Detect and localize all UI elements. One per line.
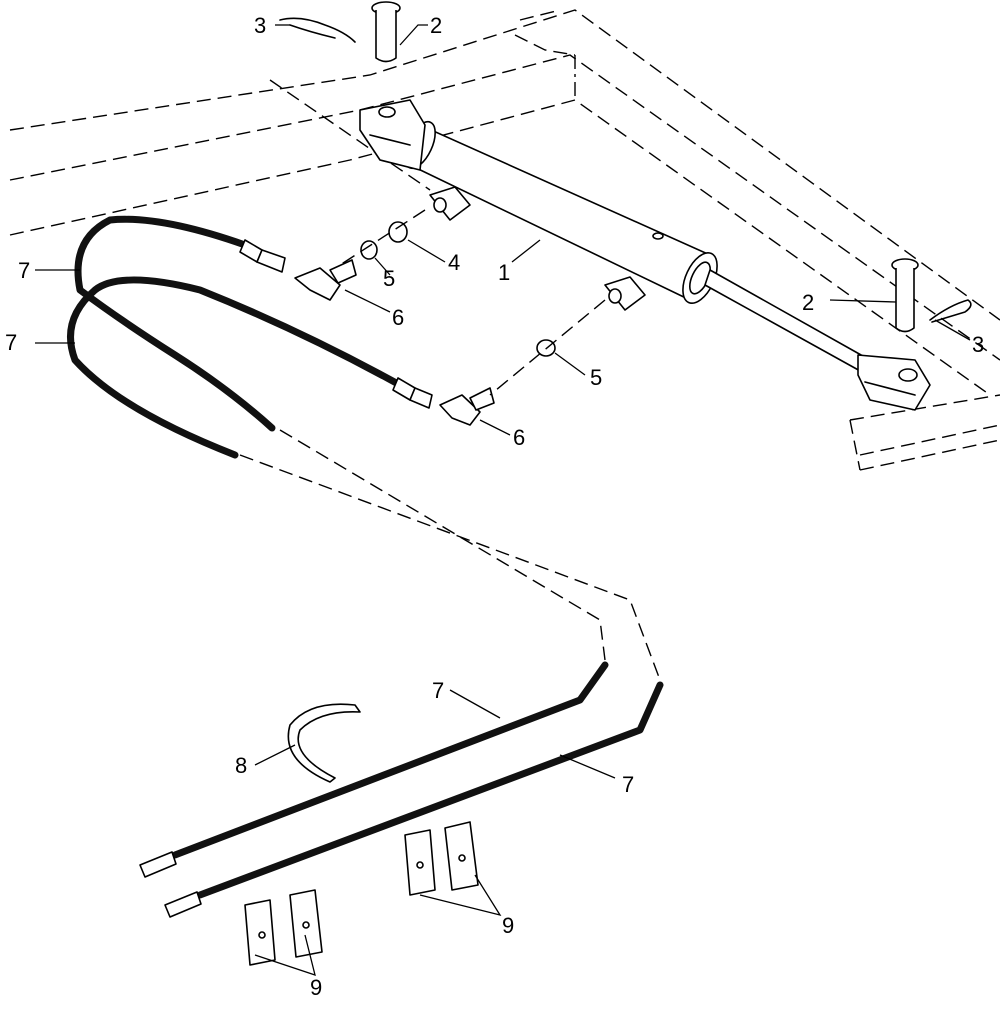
callout-7-lower-right: 7 — [622, 772, 634, 797]
callout-9-right: 9 — [502, 913, 514, 938]
pin-lower — [891, 258, 919, 333]
clamps-right — [404, 821, 479, 896]
o-ring-upper — [360, 240, 378, 260]
hose-strap — [287, 703, 361, 783]
elbow-lower — [439, 387, 495, 426]
callout-2-upper: 2 — [430, 13, 442, 38]
callout-5-lower: 5 — [590, 365, 602, 390]
callout-7-middle: 7 — [5, 330, 17, 355]
frame-outline — [9, 9, 1000, 471]
clip-lower — [929, 299, 972, 323]
hose-lower — [67, 276, 433, 459]
callout-1: 1 — [498, 260, 510, 285]
callout-7-lower-left: 7 — [432, 678, 444, 703]
callout-7-upper: 7 — [18, 258, 30, 283]
seal-4 — [388, 221, 408, 243]
callout-8: 8 — [235, 753, 247, 778]
assembly-lines — [239, 209, 661, 681]
pin-upper — [371, 1, 401, 63]
callout-2-lower: 2 — [802, 290, 814, 315]
callout-3-upper: 3 — [254, 13, 266, 38]
callout-4: 4 — [448, 250, 460, 275]
callout-3-lower: 3 — [972, 332, 984, 357]
callout-6-lower: 6 — [513, 425, 525, 450]
callout-6-upper: 6 — [392, 305, 404, 330]
callout-labels: 2 3 4 1 5 6 2 3 5 6 7 7 7 7 8 9 9 — [5, 13, 984, 1000]
hose-long-1 — [139, 661, 609, 878]
clamps-left — [244, 889, 323, 966]
clip-upper — [279, 17, 356, 43]
hydraulic-cylinder — [359, 99, 931, 411]
callout-5-upper: 5 — [383, 266, 395, 291]
elbow-upper — [294, 259, 357, 301]
hose-upper — [74, 215, 286, 432]
hose-long-2 — [164, 681, 664, 918]
callout-9-left: 9 — [310, 975, 322, 1000]
leader-lines — [35, 24, 971, 976]
